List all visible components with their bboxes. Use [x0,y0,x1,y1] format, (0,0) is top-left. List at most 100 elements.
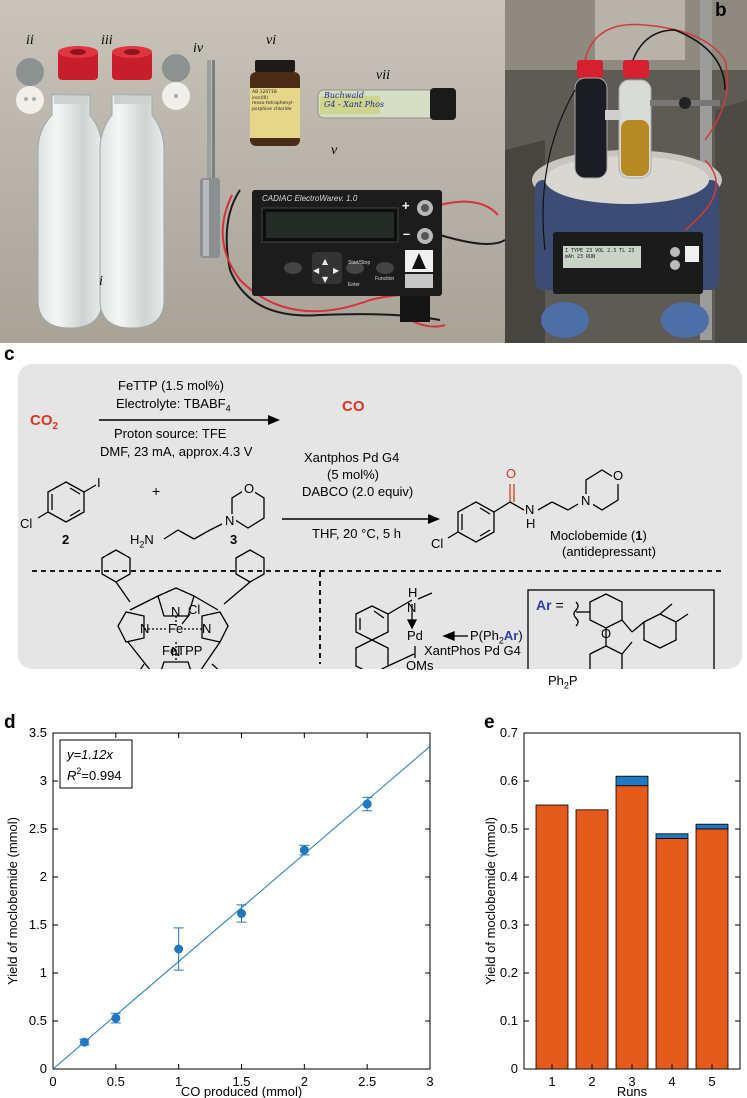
x-tick-label: 1 [548,1074,555,1089]
arrow1-condition-1: FeTTP (1.5 mol%) [118,378,224,393]
arrow1-condition-2-text: Electrolyte: TBABF [116,396,226,411]
reaction-scheme: CO 2 FeTTP (1.5 mol%) Electrolyte: TBABF4… [18,364,742,691]
compound-3-structure [163,487,265,540]
compound-2-number: 2 [62,532,70,547]
panel-letter-c: c [4,344,15,365]
panel-letter-e: e [484,712,495,733]
label-iv: iv [193,41,204,56]
arrow2-condition-1: Xantphos Pd G4 [304,450,400,465]
y-tick-label: 0 [40,1061,47,1076]
y-tick-label: 1 [40,965,47,980]
y-tick-label: 0.4 [500,869,518,884]
fe-cl-label: Cl [188,602,201,617]
ph2p-sub: 2 [563,680,569,691]
panel-letter-d: d [4,712,16,733]
ph2p-label: Ph2P [548,673,578,691]
photo-electrochemical-kit: ▲ ▼ ◀ ▶ ii iii iv vi vii v i AB 120718 i… [0,0,505,343]
svg-text:▶: ▶ [333,266,340,275]
y-tick-label: 0.3 [500,917,518,932]
error-segment [695,823,729,830]
svg-text:▲: ▲ [322,257,329,266]
device-function-button: Function [375,276,395,282]
bar [535,804,569,1070]
x-tick-label: 2 [301,1074,308,1089]
plus-sign: + [152,483,161,499]
ar-definition: Ar = [536,597,564,613]
ph2p-p: P [568,673,578,688]
amide-h-label: H [526,516,536,531]
y-tick-label: 0.5 [500,821,518,836]
y-tick-label: 2 [40,869,47,884]
y-tick-label: 3 [40,773,47,788]
product-description: (antidepressant) [562,544,656,559]
error-segment [615,775,649,787]
red-cap-icon [58,50,98,80]
product-morpholine-o: O [613,468,624,483]
porphyrin-n-top: N [171,604,181,619]
data-point [237,908,246,918]
bar [695,828,729,1070]
ph2p-ph: Ph [548,673,564,688]
y-tick-label: 0.6 [500,773,518,788]
product-name-text: Moclobemide ( [550,528,636,543]
porphyrin-n-right: N [202,621,212,636]
error-segment [655,833,689,840]
product-chloro-label: Cl [431,536,444,551]
bottle-label-line: iron(III) [252,95,269,101]
fit-annotation-box [59,739,133,789]
xantphos-pd-structure [355,592,468,669]
y-tick-label: 0.7 [500,725,518,740]
y-tick-label: 1.5 [29,917,47,932]
data-point [111,1013,121,1023]
product-name: Moclobemide (1) [550,528,647,543]
fe-label: Fe [168,621,184,636]
label-v: v [331,143,338,158]
bottle-label-line: meso-tetraphenyl- [252,101,294,106]
compound-2-structure [37,481,97,523]
product-name-close: ) [642,528,647,543]
carbonyl-o-label: O [506,466,517,481]
label-vii: vii [376,68,390,83]
x-tick-label: 3 [628,1074,635,1089]
device-minus: – [403,226,411,241]
bottle-label-line: porphine chloride [252,106,292,112]
co2-text: CO [30,412,53,429]
h-cell-vial-icon [37,94,103,329]
svg-text:◀: ◀ [313,266,320,275]
amide-n-label: N [525,502,535,517]
amine-sub: 2 [139,539,145,550]
xanthene-structure [573,593,689,669]
data-point [299,845,309,855]
oms-label: OMs [406,658,434,673]
x-axis-label: Runs [617,1084,648,1098]
bar [575,809,609,1070]
x-tick-label: 5 [708,1074,715,1089]
data-point [79,1037,89,1047]
y-tick-label: 0.1 [500,1013,518,1028]
device-brand: CADIAC ElectroWarev. 1.0 [262,194,358,203]
photo-reactor-setup: I TYPE 23 VOL 2.3 TL 23 mAh 23 RUN [505,0,747,343]
reagent-bottle-icon [255,60,295,72]
device-enter-button: Enter [348,282,360,288]
septum-disc-icon [16,58,44,86]
arrow1-condition-2-sub: 4 [225,403,231,414]
xanthene-o-label: O [601,626,612,641]
fit-equation: y=1.12x [66,747,113,762]
x-tick-label: 0 [49,1074,56,1089]
arrow2-condition-4: THF, 20 °C, 5 h [312,526,402,541]
fetpp-structure [101,549,265,669]
amine-h: H [130,532,140,547]
moclobemide-structure [447,469,619,543]
pd-label: Pd [407,628,423,643]
y-axis-label: Yield of moclobemide (mmol) [5,817,20,985]
porphyrin-n-left: N [140,621,150,636]
xantphos-caption: XantPhos Pd G4 [424,643,521,658]
device-lcd-readout: I TYPE 23 VOL 2.3 TL 23 mAh 23 RUN [565,248,635,260]
device-plus: + [402,198,410,213]
porphyrin-n-bottom: N [171,644,181,659]
x-tick-label: 1 [175,1074,182,1089]
co-label: CO [342,398,365,415]
ar-equals: = [555,597,564,613]
